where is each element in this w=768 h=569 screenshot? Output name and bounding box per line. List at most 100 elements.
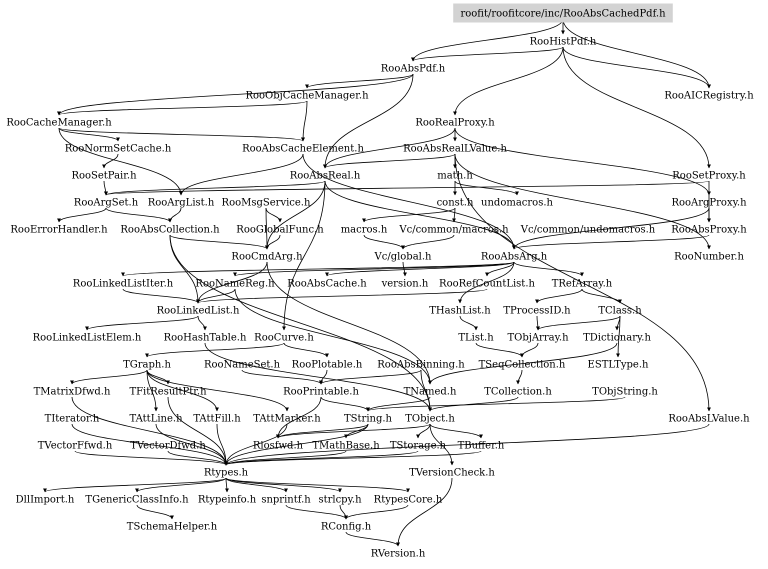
node-RooNameReg[interactable]: RooNameReg.h bbox=[195, 279, 275, 290]
node-undomacros[interactable]: undomacros.h bbox=[481, 198, 553, 209]
node-TList[interactable]: TList.h bbox=[458, 333, 494, 344]
node-RooCmdArg[interactable]: RooCmdArg.h bbox=[231, 252, 303, 263]
node-RooHashTable[interactable]: RooHashTable.h bbox=[164, 333, 247, 344]
node-Rtypes[interactable]: Rtypes.h bbox=[204, 468, 249, 479]
node-TObjArray[interactable]: TObjArray.h bbox=[507, 333, 569, 344]
node-RooNormSetCache[interactable]: RooNormSetCache.h bbox=[65, 144, 172, 155]
node-VcUndomacros[interactable]: Vc/common/undomacros.h bbox=[520, 225, 656, 236]
node-RooLinkedListIter[interactable]: RooLinkedListIter.h bbox=[73, 279, 174, 290]
node-RooHistPdf[interactable]: RooHistPdf.h bbox=[530, 37, 597, 48]
edge-RooAbsReal-to-RooArgSet bbox=[104, 180, 326, 196]
node-version[interactable]: version.h bbox=[381, 279, 429, 290]
node-RooAbsProxy[interactable]: RooAbsProxy.h bbox=[671, 225, 747, 236]
node-TMatrixDfwd[interactable]: TMatrixDfwd.h bbox=[34, 387, 111, 398]
node-RooAbsLValue[interactable]: RooAbsLValue.h bbox=[668, 414, 750, 425]
node-RooAbsCache[interactable]: RooAbsCache.h bbox=[287, 279, 367, 290]
node-RooAbsBinning[interactable]: RooAbsBinning.h bbox=[377, 360, 465, 371]
edge-const-to-macros bbox=[362, 207, 456, 223]
node-TAttFill[interactable]: TAttFill.h bbox=[193, 414, 241, 425]
edge-RooAbsArg-to-TRefArray bbox=[513, 261, 584, 277]
node-TNamed[interactable]: TNamed.h bbox=[404, 387, 457, 398]
node-TBuffer[interactable]: TBuffer.h bbox=[458, 441, 505, 452]
node-VcMacros[interactable]: Vc/common/macros.h bbox=[398, 225, 509, 236]
edge-RooHistPdf-to-RooAICRegistry bbox=[562, 46, 711, 89]
edge-RooAbsCollection-to-TObject bbox=[169, 234, 432, 412]
node-RVersion[interactable]: RVersion.h bbox=[371, 549, 426, 560]
node-TSchemaHelper[interactable]: TSchemaHelper.h bbox=[127, 522, 218, 533]
node-RooAbsArg[interactable]: RooAbsArg.h bbox=[481, 252, 548, 263]
node-RooObjCacheManager[interactable]: RooObjCacheManager.h bbox=[245, 91, 369, 102]
node-RooAbsCacheElement[interactable]: RooAbsCacheElement.h bbox=[242, 144, 364, 155]
node-RConfig[interactable]: RConfig.h bbox=[321, 522, 372, 533]
node-RooArgSet[interactable]: RooArgSet.h bbox=[74, 198, 139, 209]
node-TMathBase[interactable]: TMathBase.h bbox=[312, 441, 380, 452]
node-snprintf[interactable]: snprintf.h bbox=[261, 495, 311, 506]
node-RooPlotable[interactable]: RooPlotable.h bbox=[292, 360, 363, 371]
node-RooErrorHandler[interactable]: RooErrorHandler.h bbox=[10, 225, 108, 236]
node-TString[interactable]: TString.h bbox=[344, 414, 393, 425]
node-RooNumber[interactable]: RooNumber.h bbox=[674, 252, 744, 263]
node-strlcpy[interactable]: strlcpy.h bbox=[318, 495, 362, 506]
node-TSeqCollection[interactable]: TSeqCollection.h bbox=[479, 360, 566, 371]
node-RooAbsReal[interactable]: RooAbsReal.h bbox=[290, 171, 361, 182]
node-math[interactable]: math.h bbox=[437, 171, 473, 182]
node-TIterator[interactable]: TIterator.h bbox=[45, 414, 100, 425]
edge-RooPrintable-to-Riosfwd bbox=[276, 396, 322, 439]
node-RooLinkedListElem[interactable]: RooLinkedListElem.h bbox=[33, 333, 142, 344]
node-RooGlobalFunc[interactable]: RooGlobalFunc.h bbox=[236, 225, 324, 236]
node-THashList[interactable]: THashList.h bbox=[429, 306, 491, 317]
node-TFitResultPtr[interactable]: TFitResultPtr.h bbox=[129, 387, 207, 398]
edge-RooNameSet-to-RooPrintable bbox=[241, 369, 323, 385]
edge-TProcessID-to-TObjArray bbox=[535, 315, 540, 331]
node-ESTLType[interactable]: ESTLType.h bbox=[588, 360, 649, 371]
node-TProcessID[interactable]: TProcessID.h bbox=[503, 306, 571, 317]
edge-TDictionary-to-TNamed bbox=[428, 342, 618, 385]
node-Rtypeinfo[interactable]: Rtypeinfo.h bbox=[198, 495, 257, 506]
node-TObject[interactable]: TObject.h bbox=[405, 414, 455, 425]
edge-TMathBase-to-Rtypes bbox=[224, 450, 347, 466]
edge-Rtypes-to-snprintf bbox=[225, 477, 288, 493]
node-RooArgProxy[interactable]: RooArgProxy.h bbox=[671, 198, 747, 209]
node-TStorage[interactable]: TStorage.h bbox=[390, 441, 447, 452]
node-RooArgList[interactable]: RooArgList.h bbox=[148, 198, 215, 209]
node-RtypesCore[interactable]: RtypesCore.h bbox=[374, 495, 443, 506]
node-TAttLine[interactable]: TAttLine.h bbox=[129, 414, 183, 425]
node-RooPrintable[interactable]: RooPrintable.h bbox=[283, 387, 359, 398]
node-RooAICRegistry[interactable]: RooAICRegistry.h bbox=[664, 91, 754, 102]
node-macros[interactable]: macros.h bbox=[341, 225, 388, 236]
edge-TCollection-to-TObject bbox=[428, 396, 519, 412]
node-const[interactable]: const.h bbox=[437, 198, 474, 209]
edge-RooHashTable-to-TObject bbox=[204, 342, 432, 412]
node-TDictionary[interactable]: TDictionary.h bbox=[583, 333, 651, 344]
node-RooNameSet[interactable]: RooNameSet.h bbox=[204, 360, 281, 371]
node-RooRealProxy[interactable]: RooRealProxy.h bbox=[415, 118, 495, 129]
node-TCollection[interactable]: TCollection.h bbox=[484, 387, 552, 398]
node-RooAbsPdf[interactable]: RooAbsPdf.h bbox=[381, 64, 446, 75]
node-VcGlobal[interactable]: Vc/global.h bbox=[374, 252, 433, 263]
node-RooRefCountList[interactable]: RooRefCountList.h bbox=[439, 279, 535, 290]
node-TClass[interactable]: TClass.h bbox=[598, 306, 642, 317]
node-RooCurve[interactable]: RooCurve.h bbox=[254, 333, 314, 344]
node-TRefArray[interactable]: TRefArray.h bbox=[552, 279, 613, 290]
node-RooSetPair[interactable]: RooSetPair.h bbox=[71, 171, 137, 182]
node-TVectorDfwd[interactable]: TVectorDfwd.h bbox=[130, 441, 206, 452]
edge-RooNameReg-to-TNamed bbox=[234, 288, 432, 385]
node-Riosfwd[interactable]: Riosfwd.h bbox=[253, 441, 304, 452]
node-DllImport[interactable]: DllImport.h bbox=[16, 495, 75, 506]
node-RooMsgService[interactable]: RooMsgService.h bbox=[222, 198, 311, 209]
edge-TString-to-Riosfwd bbox=[276, 423, 369, 439]
node-RooAbsRealLValue[interactable]: RooAbsRealLValue.h bbox=[403, 144, 507, 155]
node-root[interactable]: roofit/roofitcore/inc/RooAbsCachedPdf.h bbox=[460, 9, 666, 20]
edge-TRefArray-to-TProcessID bbox=[535, 288, 583, 304]
node-TGenericClassInfo[interactable]: TGenericClassInfo.h bbox=[85, 495, 189, 506]
node-RooSetProxy[interactable]: RooSetProxy.h bbox=[672, 171, 746, 182]
node-TObjString[interactable]: TObjString.h bbox=[592, 387, 658, 398]
node-TVectorFfwd[interactable]: TVectorFfwd.h bbox=[38, 441, 113, 452]
node-TGraph[interactable]: TGraph.h bbox=[123, 360, 171, 371]
node-RooLinkedList[interactable]: RooLinkedList.h bbox=[157, 306, 240, 317]
node-TAttMarker[interactable]: TAttMarker.h bbox=[253, 414, 321, 425]
node-RooCacheManager[interactable]: RooCacheManager.h bbox=[6, 118, 112, 129]
node-TVersionCheck[interactable]: TVersionCheck.h bbox=[409, 468, 495, 479]
node-RooAbsCollection[interactable]: RooAbsCollection.h bbox=[120, 225, 220, 236]
edge-RooRefCountList-to-RooLinkedList bbox=[196, 288, 488, 304]
